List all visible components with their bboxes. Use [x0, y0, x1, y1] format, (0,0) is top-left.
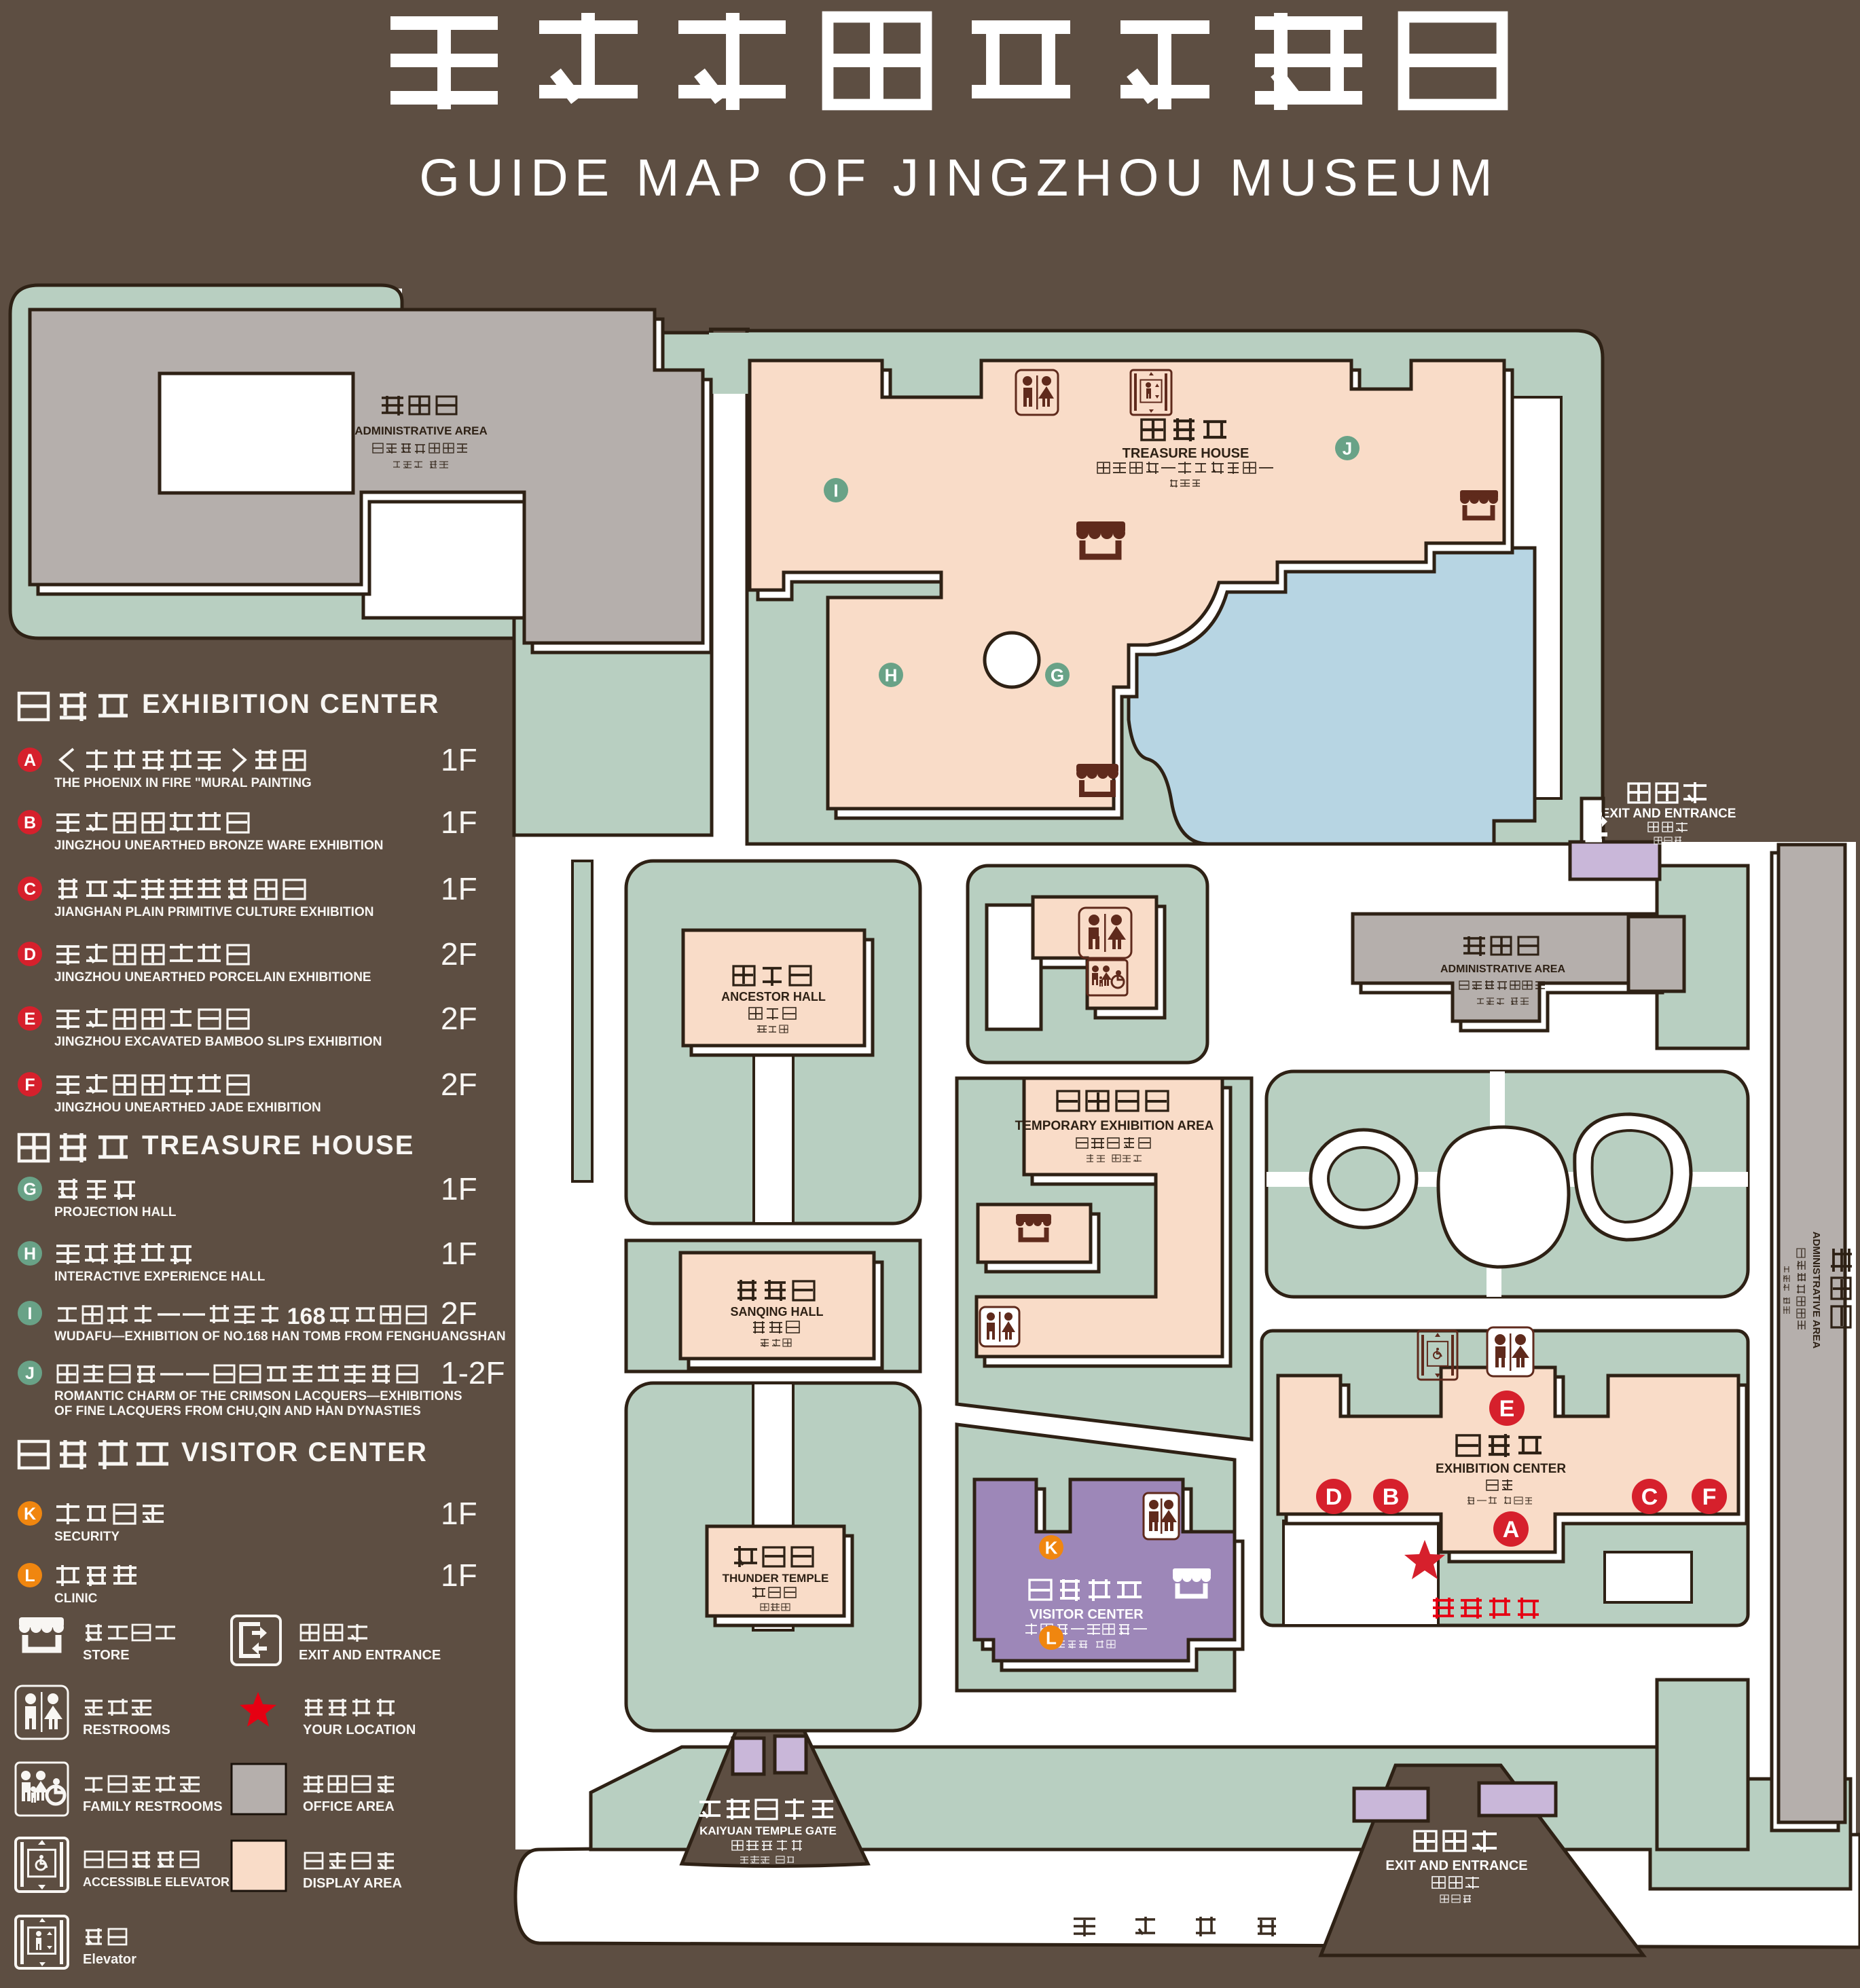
svg-text:VISITOR CENTER: VISITOR CENTER: [1029, 1607, 1144, 1622]
svg-text:A: A: [1503, 1517, 1520, 1543]
svg-text:ADMINISTRATIVE AREA: ADMINISTRATIVE AREA: [354, 424, 488, 437]
svg-text:A: A: [24, 751, 36, 770]
svg-text:1F: 1F: [441, 1236, 477, 1271]
svg-text:PROJECTION HALL: PROJECTION HALL: [54, 1205, 177, 1219]
svg-text:EXIT AND ENTRANCE: EXIT AND ENTRANCE: [1601, 807, 1736, 821]
svg-text:1F: 1F: [441, 742, 477, 777]
svg-text:1F: 1F: [441, 871, 477, 906]
svg-text:E: E: [24, 1010, 36, 1029]
svg-text:JIANGHAN PLAIN PRIMITIVE CULTU: JIANGHAN PLAIN PRIMITIVE CULTURE EXHIBIT…: [54, 905, 373, 919]
svg-text:K: K: [1045, 1537, 1058, 1558]
svg-text:D: D: [1326, 1484, 1343, 1510]
svg-text:G: G: [23, 1180, 36, 1199]
svg-text:1-2F: 1-2F: [441, 1355, 505, 1391]
svg-text:SANQING HALL: SANQING HALL: [731, 1305, 824, 1319]
svg-text:TREASURE HOUSE: TREASURE HOUSE: [1123, 446, 1250, 461]
svg-text:2F: 2F: [441, 1295, 477, 1331]
svg-text:GUIDE MAP OF JINGZHOU MUSEUM: GUIDE MAP OF JINGZHOU MUSEUM: [419, 149, 1499, 207]
svg-text:KAIYUAN TEMPLE GATE: KAIYUAN TEMPLE GATE: [699, 1824, 837, 1837]
svg-text:ROMANTIC CHARM OF THE CRIMSON: ROMANTIC CHARM OF THE CRIMSON LACQUERS—E…: [54, 1389, 462, 1403]
svg-text:FAMILY RESTROOMS: FAMILY RESTROOMS: [83, 1799, 223, 1814]
svg-text:168: 168: [287, 1304, 326, 1329]
svg-text:I: I: [833, 480, 838, 500]
svg-text:OF FINE LACQUERS FROM CHU,QIN: OF FINE LACQUERS FROM CHU,QIN AND HAN DY…: [54, 1404, 421, 1418]
svg-text:H: H: [24, 1245, 36, 1264]
svg-text:ACCESSIBLE ELEVATOR: ACCESSIBLE ELEVATOR: [83, 1875, 230, 1889]
svg-text:RESTROOMS: RESTROOMS: [83, 1723, 170, 1737]
svg-text:B: B: [1383, 1484, 1400, 1510]
svg-text:THE PHOENIX IN FIRE "MURAL PAI: THE PHOENIX IN FIRE "MURAL PAINTING: [54, 776, 312, 790]
svg-text:JINGZHOU UNEARTHED BRONZE WARE: JINGZHOU UNEARTHED BRONZE WARE EXHIBITIO…: [54, 839, 384, 853]
svg-text:EXIT AND ENTRANCE: EXIT AND ENTRANCE: [1385, 1858, 1527, 1873]
svg-text:1F: 1F: [441, 1171, 477, 1207]
svg-text:TREASURE HOUSE: TREASURE HOUSE: [142, 1130, 414, 1160]
svg-text:2F: 2F: [441, 936, 477, 972]
svg-text:CLINIC: CLINIC: [54, 1591, 98, 1606]
svg-text:WUDAFU—EXHIBITION OF NO.168 HA: WUDAFU—EXHIBITION OF NO.168 HAN TOMB FRO…: [54, 1329, 506, 1344]
svg-text:THUNDER TEMPLE: THUNDER TEMPLE: [723, 1572, 829, 1585]
svg-text:C: C: [1641, 1484, 1658, 1510]
svg-text:ANCESTOR HALL: ANCESTOR HALL: [721, 990, 826, 1004]
svg-text:EXIT AND ENTRANCE: EXIT AND ENTRANCE: [299, 1648, 441, 1663]
svg-text:JINGZHOU EXCAVATED BAMBOO SLIP: JINGZHOU EXCAVATED BAMBOO SLIPS EXHIBITI…: [54, 1035, 382, 1049]
svg-text:2F: 2F: [441, 1001, 477, 1036]
svg-text:J: J: [25, 1364, 35, 1383]
svg-text:H: H: [885, 665, 898, 685]
svg-text:1F: 1F: [441, 1558, 477, 1593]
svg-text:E: E: [1499, 1396, 1515, 1422]
svg-text:F: F: [1702, 1484, 1717, 1510]
svg-text:B: B: [24, 813, 36, 832]
svg-text:F: F: [24, 1075, 35, 1094]
svg-text:C: C: [24, 880, 36, 899]
svg-text:YOUR LOCATION: YOUR LOCATION: [303, 1723, 416, 1737]
svg-text:SECURITY: SECURITY: [54, 1530, 120, 1544]
svg-text:ADMINISTRATIVE AREA: ADMINISTRATIVE AREA: [1440, 963, 1565, 975]
svg-text:1F: 1F: [441, 805, 477, 840]
svg-text:L: L: [1046, 1627, 1057, 1648]
svg-text:INTERACTIVE EXPERIENCE HALL: INTERACTIVE EXPERIENCE HALL: [54, 1270, 266, 1284]
svg-text:D: D: [24, 945, 36, 964]
svg-text:K: K: [24, 1505, 36, 1524]
svg-text:DISPLAY AREA: DISPLAY AREA: [303, 1876, 402, 1891]
svg-text:JINGZHOU UNEARTHED JADE EXHIBI: JINGZHOU UNEARTHED JADE EXHIBITION: [54, 1101, 321, 1115]
svg-text:EXHIBITION CENTER: EXHIBITION CENTER: [142, 689, 439, 719]
svg-text:STORE: STORE: [83, 1648, 130, 1663]
svg-text:TEMPORARY EXHIBITION AREA: TEMPORARY EXHIBITION AREA: [1015, 1119, 1214, 1133]
svg-text:ADMINISTRATIVE AREA: ADMINISTRATIVE AREA: [1810, 1232, 1822, 1349]
svg-text:G: G: [1051, 665, 1064, 685]
svg-text:2F: 2F: [441, 1067, 477, 1102]
svg-text:OFFICE AREA: OFFICE AREA: [303, 1799, 395, 1814]
svg-text:EXHIBITION CENTER: EXHIBITION CENTER: [1436, 1462, 1566, 1476]
svg-text:Elevator: Elevator: [83, 1952, 136, 1967]
svg-text:L: L: [24, 1566, 35, 1585]
svg-text:J: J: [1343, 438, 1352, 458]
svg-text:1F: 1F: [441, 1496, 477, 1531]
svg-text:JINGZHOU UNEARTHED PORCELAIN E: JINGZHOU UNEARTHED PORCELAIN EXHIBITIONE: [54, 970, 371, 984]
svg-text:VISITOR CENTER: VISITOR CENTER: [181, 1437, 428, 1467]
svg-text:I: I: [28, 1304, 33, 1323]
